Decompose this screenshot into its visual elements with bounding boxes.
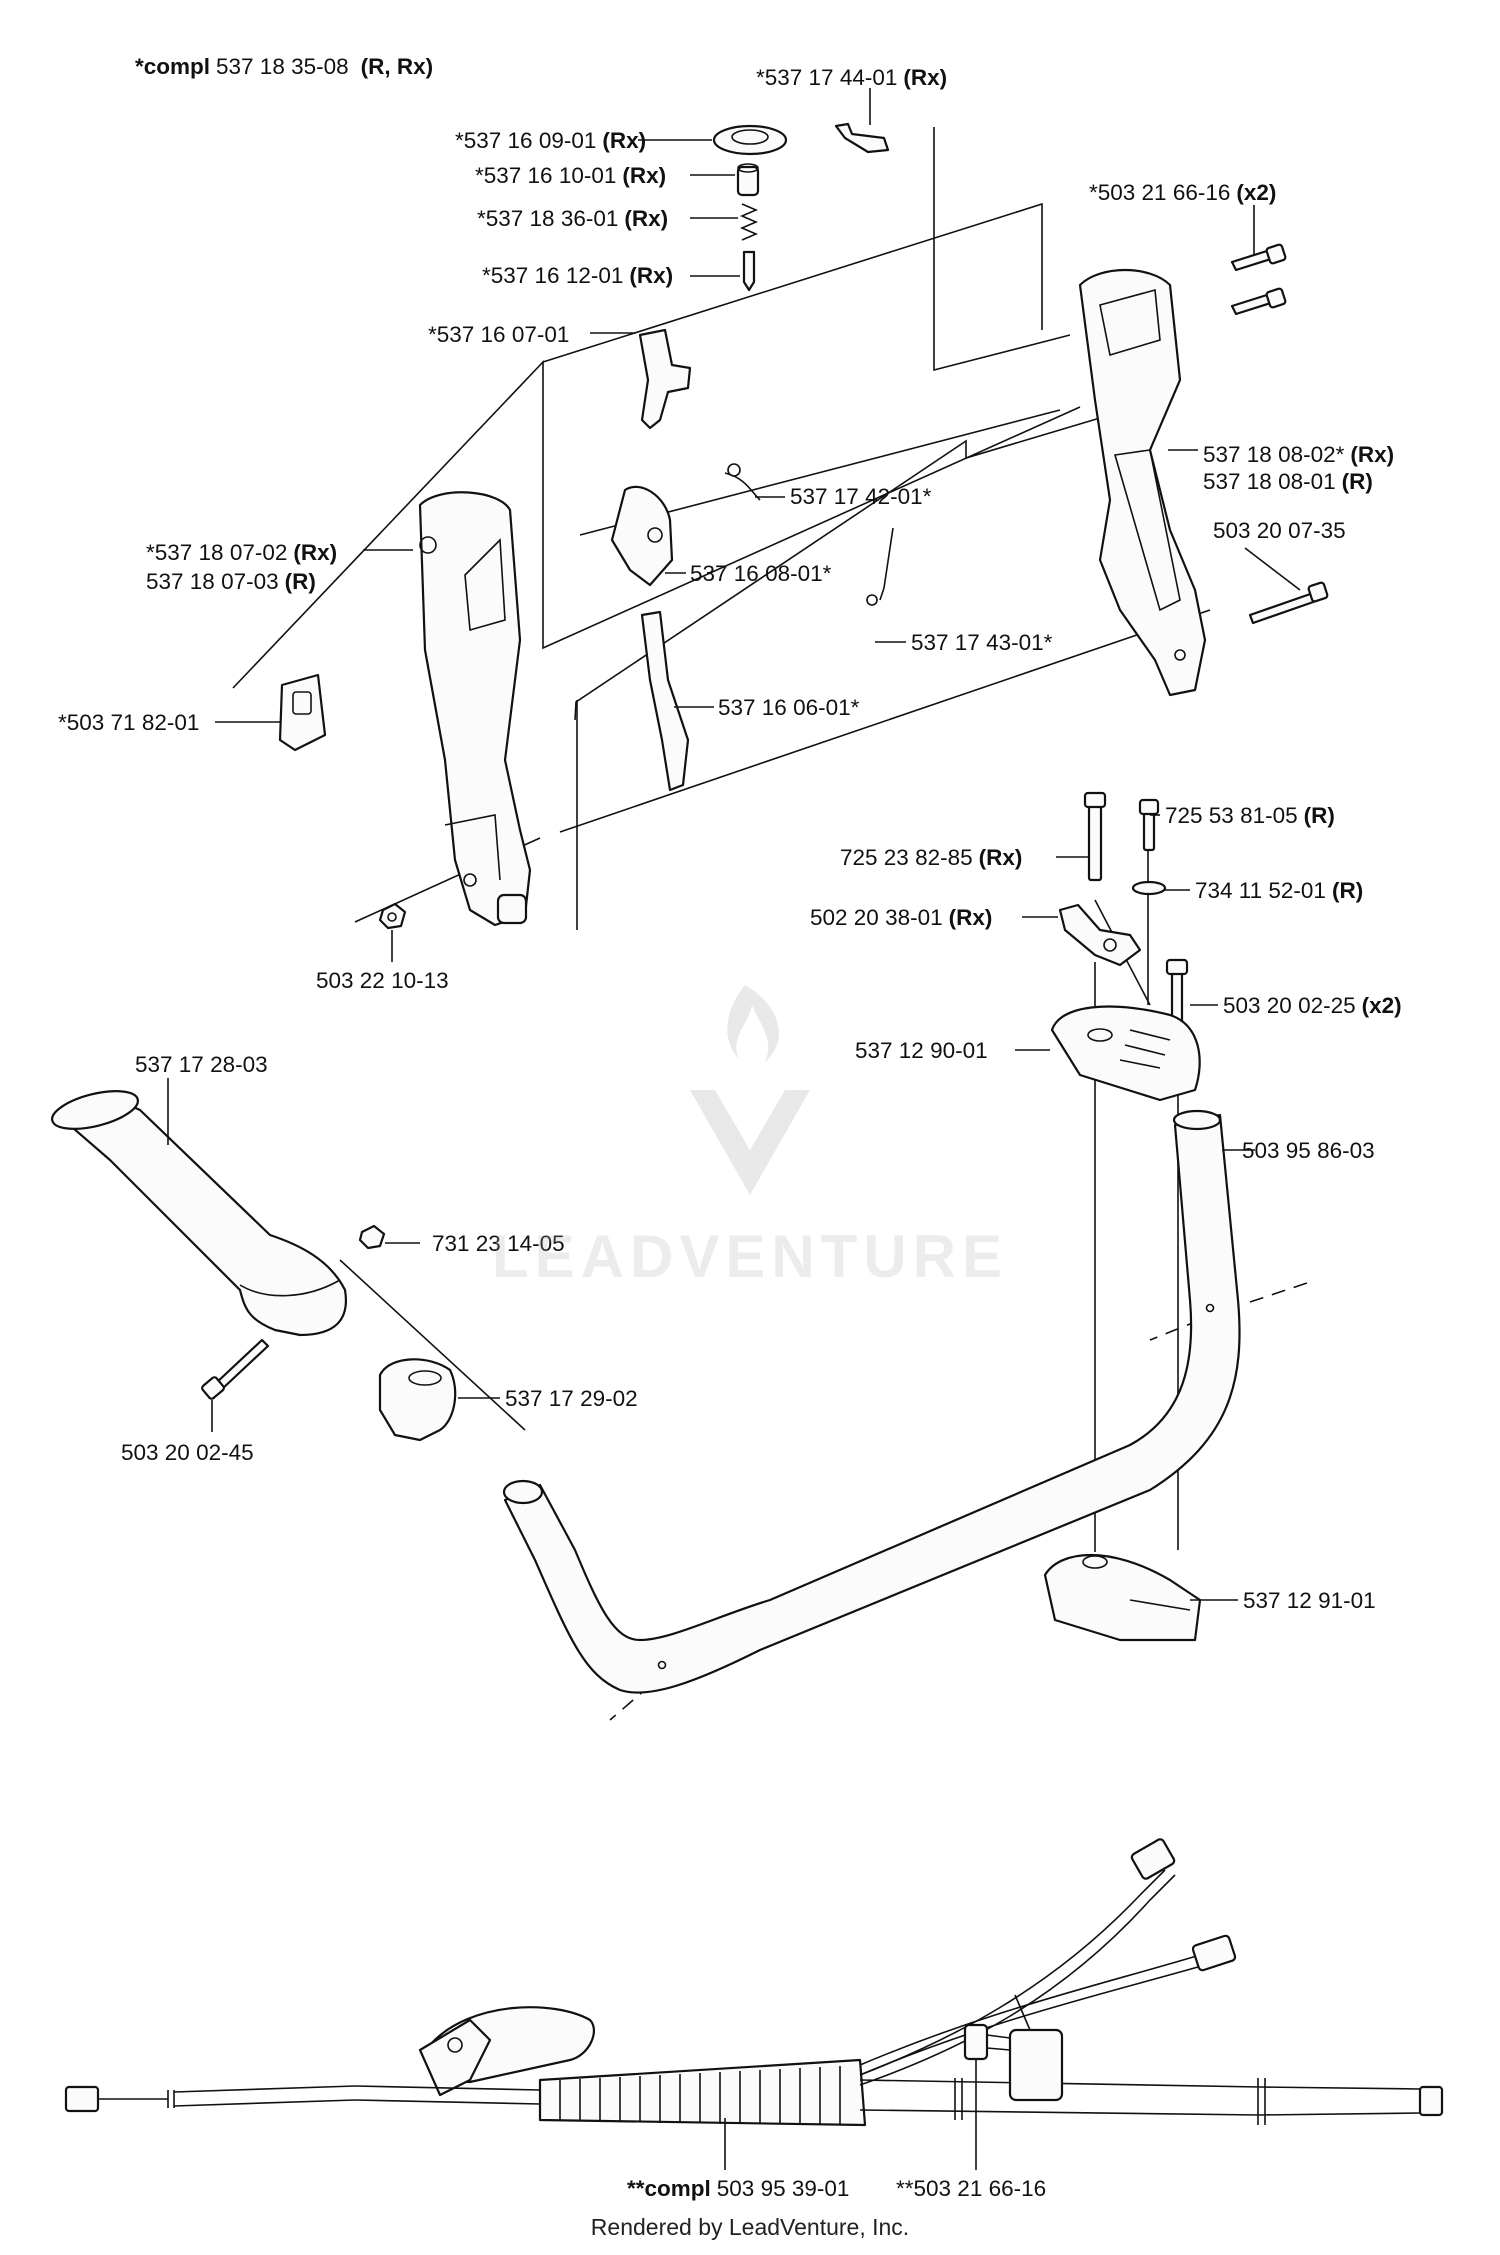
label-503216616b: **503 21 66-16: [896, 2176, 1046, 2201]
label-537129001: 537 12 90-01: [855, 1038, 988, 1063]
watermark-logo: [690, 985, 810, 1195]
label-537160801: 537 16 08-01*: [690, 561, 832, 586]
sleeve-part: [736, 163, 760, 197]
clamp-top: [1050, 1005, 1201, 1102]
label-537160701: *537 16 07-01: [428, 322, 569, 347]
screws-top: [1230, 243, 1287, 316]
label-503221013: 503 22 10-13: [316, 968, 449, 993]
left-handle-half: [418, 491, 532, 927]
label-503200225: 503 20 02-25(x2): [1223, 993, 1402, 1018]
label-537172902: 537 17 29-02: [505, 1386, 638, 1411]
pin-part: [742, 250, 756, 292]
label-537174401: *537 17 44-01(Rx): [756, 65, 947, 90]
footer-credit: Rendered by LeadVenture, Inc.: [590, 2214, 910, 2240]
label-537161001: *537 16 10-01(Rx): [475, 163, 666, 188]
label-537160901: *537 16 09-01(Rx): [455, 128, 646, 153]
label-537174201: 537 17 42-01*: [790, 484, 932, 509]
grip-handle: [51, 1090, 347, 1337]
watermark-text: LEADVENTURE: [491, 1223, 1009, 1290]
label-725238285: 725 23 82-85(Rx): [840, 845, 1022, 870]
label-503216616: *503 21 66-16(x2): [1089, 180, 1276, 205]
knob-handle: [378, 1358, 457, 1442]
label-537129101: 537 12 91-01: [1243, 1588, 1376, 1613]
label-503200735: 503 20 07-35: [1213, 518, 1346, 543]
label-734115201: 734 11 52-01(R): [1195, 878, 1363, 903]
lockout-lever: [640, 610, 690, 792]
loop-handle-tube: [502, 1109, 1241, 1694]
clamp-bottom: [1043, 1554, 1202, 1642]
throttle-cable: [64, 2006, 1444, 2127]
spring-part: [739, 203, 759, 241]
label-537180801: 537 18 08-01(R): [1203, 469, 1373, 494]
label-503718201: *503 71 82-01: [58, 710, 199, 735]
label-502203801: 502 20 38-01(Rx): [810, 905, 992, 930]
clamp-bolts: [1083, 791, 1189, 1030]
label-537174301: 537 17 43-01*: [911, 630, 1053, 655]
handle-screw: [201, 1224, 386, 1400]
throttle-trigger: [610, 485, 674, 587]
throttle-lever: [638, 328, 692, 430]
right-handle-half: [1078, 269, 1207, 697]
label-503958603: 503 95 86-03: [1242, 1138, 1375, 1163]
knob-part: [1058, 903, 1142, 967]
stop-switch: [278, 673, 327, 752]
label-725538105: 725 53 81-05(R): [1165, 803, 1335, 828]
leader-lines: [167, 88, 1301, 2170]
label-537172803: 537 17 28-03: [135, 1052, 268, 1077]
label-537180703: 537 18 07-03(R): [146, 569, 316, 594]
label-731231405: 731 23 14-05: [432, 1231, 565, 1256]
harness-screw: [963, 2023, 1064, 2102]
long-screw: [1248, 581, 1329, 625]
wheel-part: [712, 124, 788, 156]
nut-part: [378, 902, 407, 930]
label-537183601: *537 18 36-01(Rx): [477, 206, 668, 231]
label-537161201: *537 16 12-01(Rx): [482, 263, 673, 288]
label-537180702: *537 18 07-02(Rx): [146, 540, 337, 565]
label-503200245: 503 20 02-45: [121, 1440, 254, 1465]
label-537160601: 537 16 06-01*: [718, 695, 860, 720]
harness-wires: [859, 1838, 1237, 2086]
clip-part: [834, 122, 890, 154]
label-537180802: 537 18 08-02*(Rx): [1203, 442, 1394, 467]
